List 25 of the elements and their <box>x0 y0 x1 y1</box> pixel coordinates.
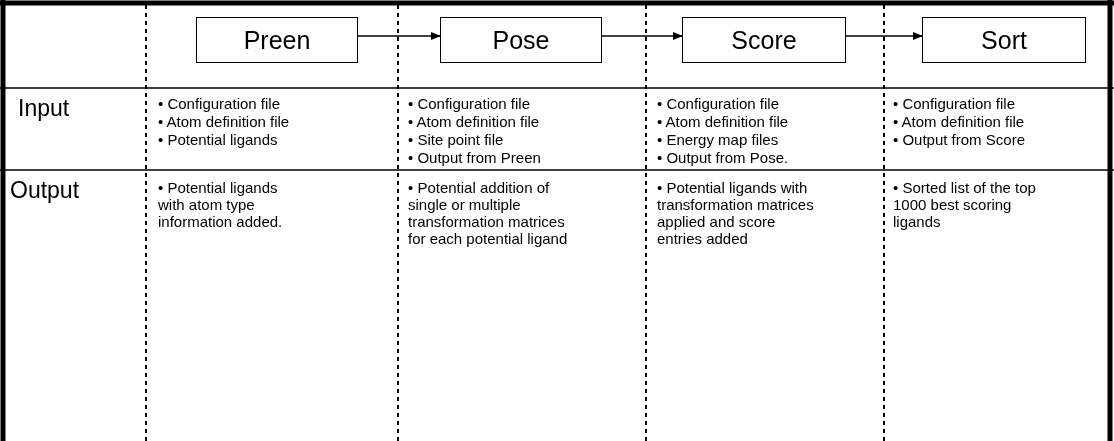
list-item: • Energy map files <box>657 131 779 148</box>
list-item: • Output from Preen <box>408 149 541 166</box>
list-item: • Atom definition file <box>158 113 290 130</box>
list-item: • Site point file <box>408 131 504 148</box>
list-item: • Output from Score <box>893 131 1025 148</box>
list-item: • Configuration file <box>657 95 779 112</box>
list-item: • Atom definition file <box>657 113 789 130</box>
process-box: Sort <box>922 17 1086 63</box>
process-box: Score <box>682 17 846 63</box>
list-item: • Potential ligands with atom type information added. <box>158 179 284 230</box>
process-box: Pose <box>440 17 602 63</box>
list-item: • Potential addition of single or multiple transformation matrices for each potential ligand <box>408 179 569 247</box>
list-item: • Potential ligands <box>158 131 278 148</box>
arrow <box>845 32 923 40</box>
arrow <box>601 32 683 40</box>
list-item: • Configuration file <box>158 95 280 112</box>
list-item: • Output from Pose. <box>657 149 789 166</box>
process-box: Preen <box>196 17 358 63</box>
list-item: • Potential ligands with transformation matrices applied and score entries added <box>657 179 815 247</box>
arrow <box>357 32 441 40</box>
list-item: • Atom definition file <box>893 113 1025 130</box>
list-item: • Configuration file <box>893 95 1015 112</box>
list-item: • Configuration file <box>408 95 530 112</box>
list-item: • Sorted list of the top 1000 best scoring ligands <box>893 179 1037 230</box>
list-item: • Atom definition file <box>408 113 540 130</box>
